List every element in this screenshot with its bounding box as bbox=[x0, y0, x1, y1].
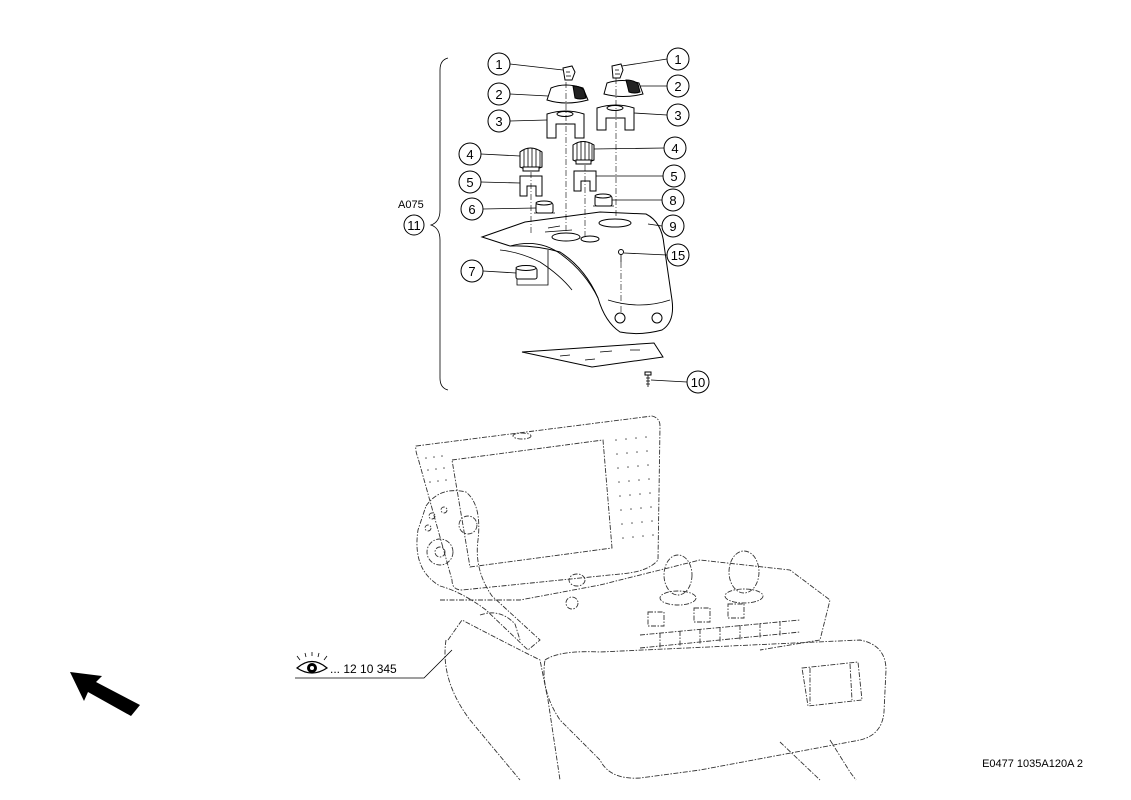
drawing-id: E0477 1035A120A 2 bbox=[982, 758, 1083, 770]
callout-4-left: 4 bbox=[458, 142, 482, 166]
svg-text:8: 8 bbox=[669, 193, 676, 208]
svg-text:4: 4 bbox=[466, 147, 473, 162]
callout-2-right: 2 bbox=[666, 74, 690, 98]
assembly-axes bbox=[530, 78, 622, 312]
callout-9: 9 bbox=[661, 214, 685, 238]
reference-text: ... 12 10 345 bbox=[330, 662, 397, 676]
svg-text:3: 3 bbox=[495, 114, 502, 129]
svg-text:5: 5 bbox=[670, 169, 677, 184]
callouts: 1 1 2 2 3 3 4 4 bbox=[458, 47, 710, 394]
assembly-bracket: A075 11 bbox=[398, 57, 449, 391]
assembly-code: A075 bbox=[398, 199, 424, 211]
svg-text:3: 3 bbox=[674, 108, 681, 123]
part-4-right bbox=[572, 141, 595, 165]
svg-text:2: 2 bbox=[495, 87, 502, 102]
button-panel bbox=[639, 603, 801, 649]
part-6 bbox=[534, 200, 555, 214]
part-1-right bbox=[611, 63, 624, 79]
svg-text:7: 7 bbox=[468, 264, 475, 279]
part-4-left bbox=[519, 147, 543, 172]
callout-4-right: 4 bbox=[663, 136, 687, 160]
screen-perforations bbox=[425, 436, 654, 539]
callout-10: 10 bbox=[686, 370, 710, 394]
part-15-screw bbox=[618, 249, 624, 262]
part-10-screw bbox=[644, 371, 652, 387]
svg-text:4: 4 bbox=[671, 141, 678, 156]
svg-text:1: 1 bbox=[495, 57, 502, 72]
part-8 bbox=[593, 193, 614, 207]
callout-6: 6 bbox=[460, 197, 484, 221]
svg-text:10: 10 bbox=[691, 375, 705, 390]
part-3-left bbox=[546, 110, 585, 139]
part-9-housing bbox=[480, 211, 673, 335]
part-1-left bbox=[562, 65, 576, 81]
svg-text:11: 11 bbox=[407, 218, 421, 233]
eye-icon bbox=[296, 652, 328, 674]
svg-text:9: 9 bbox=[669, 219, 676, 234]
part-2-left bbox=[546, 84, 589, 104]
svg-text:15: 15 bbox=[671, 248, 685, 263]
callout-5-left: 5 bbox=[458, 170, 482, 194]
leader-lines bbox=[480, 58, 688, 383]
callout-2-left: 2 bbox=[487, 82, 511, 106]
callout-11: 11 bbox=[403, 214, 425, 236]
direction-arrow-icon bbox=[70, 672, 140, 716]
console-location-view bbox=[415, 415, 887, 781]
callout-3-right: 3 bbox=[666, 103, 690, 127]
callout-8: 8 bbox=[661, 188, 685, 212]
part-3-right bbox=[596, 104, 635, 131]
rotary-knobs bbox=[565, 550, 764, 610]
callout-7: 7 bbox=[460, 259, 484, 283]
reference-pointer: ... 12 10 345 bbox=[295, 649, 453, 679]
svg-text:1: 1 bbox=[674, 52, 681, 67]
part-2-right bbox=[603, 79, 644, 97]
joystick bbox=[416, 490, 541, 651]
callout-5-right: 5 bbox=[662, 164, 686, 188]
part-7 bbox=[515, 250, 549, 286]
svg-text:6: 6 bbox=[468, 202, 475, 217]
callout-1-right: 1 bbox=[666, 47, 690, 71]
callout-15: 15 bbox=[666, 243, 690, 267]
svg-text:5: 5 bbox=[466, 175, 473, 190]
svg-text:2: 2 bbox=[674, 79, 681, 94]
callout-3-left: 3 bbox=[487, 109, 511, 133]
base-plate bbox=[521, 342, 664, 368]
callout-1-left: 1 bbox=[487, 52, 511, 76]
